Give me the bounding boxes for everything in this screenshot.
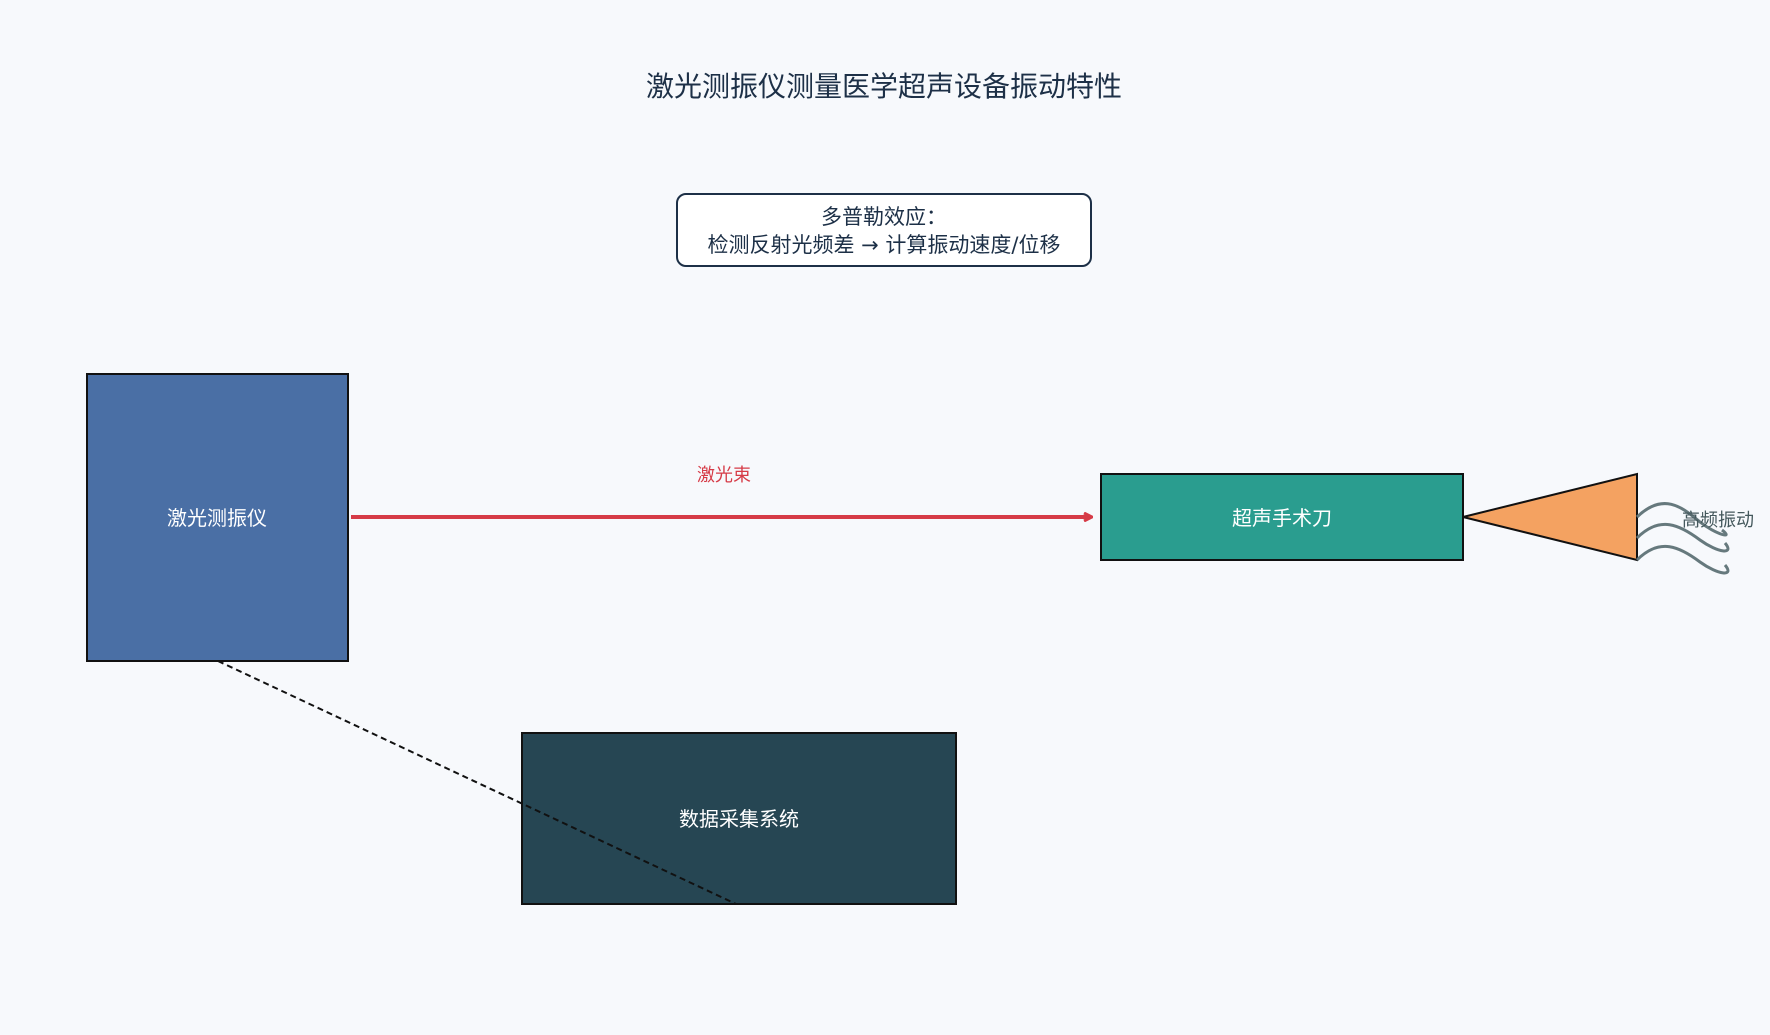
scalpel-tip xyxy=(1462,472,1638,562)
data-acquisition-box xyxy=(521,732,957,905)
laser-vibrometer-box xyxy=(86,373,349,662)
laser-vibrometer-label: 激光测振仪 xyxy=(167,506,267,530)
laser-beam-label: 激光束 xyxy=(697,465,751,486)
data-acquisition-label: 数据采集系统 xyxy=(679,807,799,831)
doppler-note-box xyxy=(676,193,1092,267)
ultrasonic-scalpel-label: 超声手术刀 xyxy=(1232,506,1332,530)
ultrasonic-scalpel-box xyxy=(1100,473,1464,561)
doppler-note-line2: 检测反射光频差 → 计算振动速度/位移 xyxy=(707,233,1060,257)
data-connection-line xyxy=(217,660,737,905)
vibration-label: 高频振动 xyxy=(1682,510,1754,531)
vibration-waves-icon xyxy=(1635,502,1730,575)
diagram-title: 激光测振仪测量医学超声设备振动特性 xyxy=(646,70,1122,103)
doppler-note-line1: 多普勒效应： xyxy=(821,205,947,229)
